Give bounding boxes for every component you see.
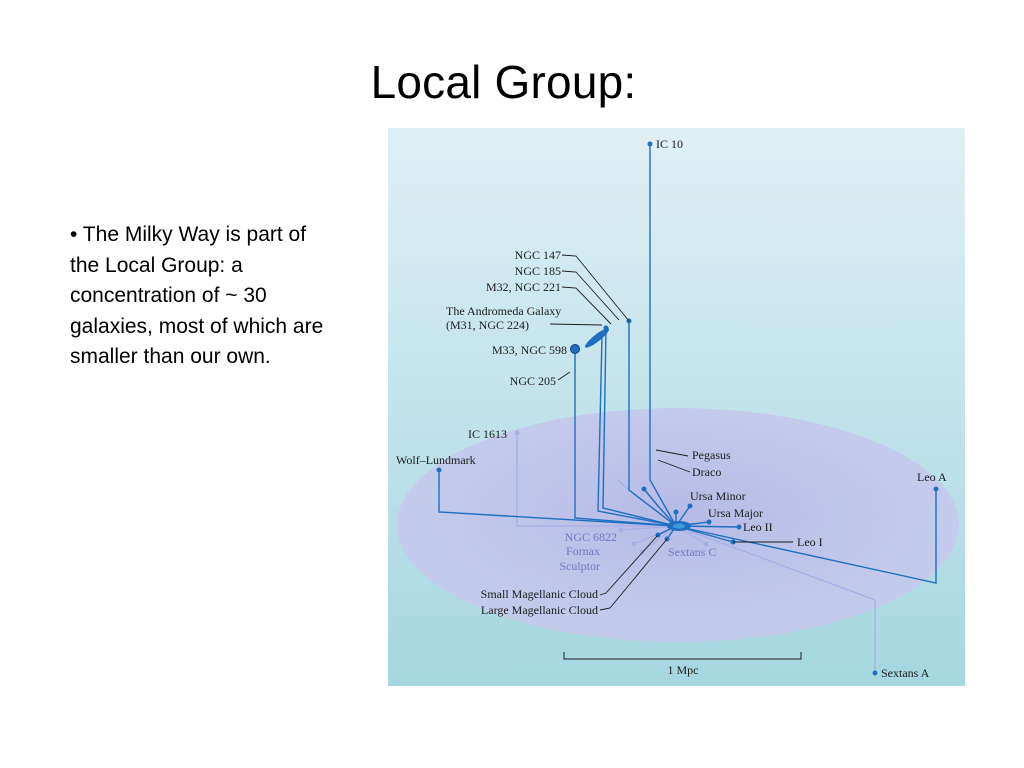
ic10-connector (649, 144, 677, 527)
ngc205-leader (557, 371, 571, 381)
ngc6822-dot (618, 527, 624, 533)
label-draco: Draco (692, 465, 721, 479)
sextans-c-dot (703, 541, 709, 547)
ngc147-connector (628, 321, 677, 527)
andromeda-leader (549, 323, 603, 326)
ursa-major-dot (706, 519, 712, 525)
ic1613-connector (516, 433, 676, 527)
wolf-connector (438, 470, 677, 527)
andromeda-connector (602, 327, 677, 527)
label-ngc185: NGC 185 (515, 264, 561, 278)
draco-leader (657, 459, 691, 473)
label-pegasus: Pegasus (692, 448, 731, 462)
label-lmc: Large Magellanic Cloud (481, 603, 598, 617)
label-sextans-a: Sextans A (881, 666, 930, 680)
pegasus-dot (641, 486, 647, 492)
lmc-leader (599, 538, 668, 611)
local-group-map: IC 10 NGC 147 NGC 185 M32, NGC 221 The A… (388, 128, 965, 686)
label-m32: M32, NGC 221 (486, 280, 561, 294)
faint-galaxy-dots (514, 430, 709, 555)
scale-bar: 1 Mpc (563, 652, 802, 677)
label-ngc147: NGC 147 (515, 248, 561, 262)
label-andromeda-line2: (M31, NGC 224) (446, 318, 529, 332)
label-andromeda-line1: The Andromeda Galaxy (446, 304, 561, 318)
label-ic10: IC 10 (656, 137, 683, 151)
ic10-dot (647, 141, 653, 147)
leo-a-dot (933, 486, 939, 492)
sextans-a-dot (872, 670, 878, 676)
andromeda-dot (603, 325, 609, 331)
ngc6822-connector (620, 525, 677, 531)
ngc147-leader (561, 254, 630, 322)
sculptor-connector (641, 525, 677, 553)
label-leo-i: Leo I (797, 535, 823, 549)
ic1613-dot (514, 430, 520, 436)
label-ngc205: NGC 205 (510, 374, 556, 388)
m32-connector (597, 335, 677, 527)
m32-leader (561, 286, 612, 325)
leo-ii-dot (736, 524, 742, 530)
sextans-a-connector (675, 525, 876, 673)
pegasus-leader (655, 449, 689, 457)
label-ic1613: IC 1613 (468, 427, 507, 441)
label-ursa-minor: Ursa Minor (690, 489, 746, 503)
local-group-diagram: IC 10 NGC 147 NGC 185 M32, NGC 221 The A… (388, 128, 965, 686)
m33-galaxy (570, 344, 580, 354)
scale-label: 1 Mpc (668, 663, 699, 677)
label-leo-a: Leo A (917, 470, 947, 484)
label-leaders (549, 254, 793, 611)
label-ngc6822: NGC 6822 (565, 530, 617, 544)
label-leo-ii: Leo II (743, 520, 773, 534)
label-m33: M33, NGC 598 (492, 343, 567, 357)
label-ursa-major: Ursa Major (708, 506, 763, 520)
andromeda-galaxy-disk (584, 328, 610, 348)
bullet-text: • The Milky Way is part of the Local Gro… (70, 223, 324, 368)
sculptor-dot (639, 549, 645, 555)
label-smc: Small Magellanic Cloud (481, 587, 598, 601)
wolf-dot (436, 467, 442, 473)
milky-way-core (673, 523, 685, 529)
label-wolf-lundmark: Wolf–Lundmark (396, 453, 476, 467)
label-fornax: Fornax (566, 544, 600, 558)
label-sculptor: Sculptor (559, 559, 600, 573)
ngc185-leader (561, 270, 620, 321)
ursa-minor-dot (687, 503, 693, 509)
draco-dot (673, 509, 679, 515)
fornax-dot (631, 541, 637, 547)
pegasus-connector (643, 488, 677, 527)
smc-leader (599, 534, 659, 596)
leo-a-connector (675, 489, 937, 584)
slide-title: Local Group: (370, 56, 637, 108)
label-sextans-c: Sextans C (668, 545, 716, 559)
